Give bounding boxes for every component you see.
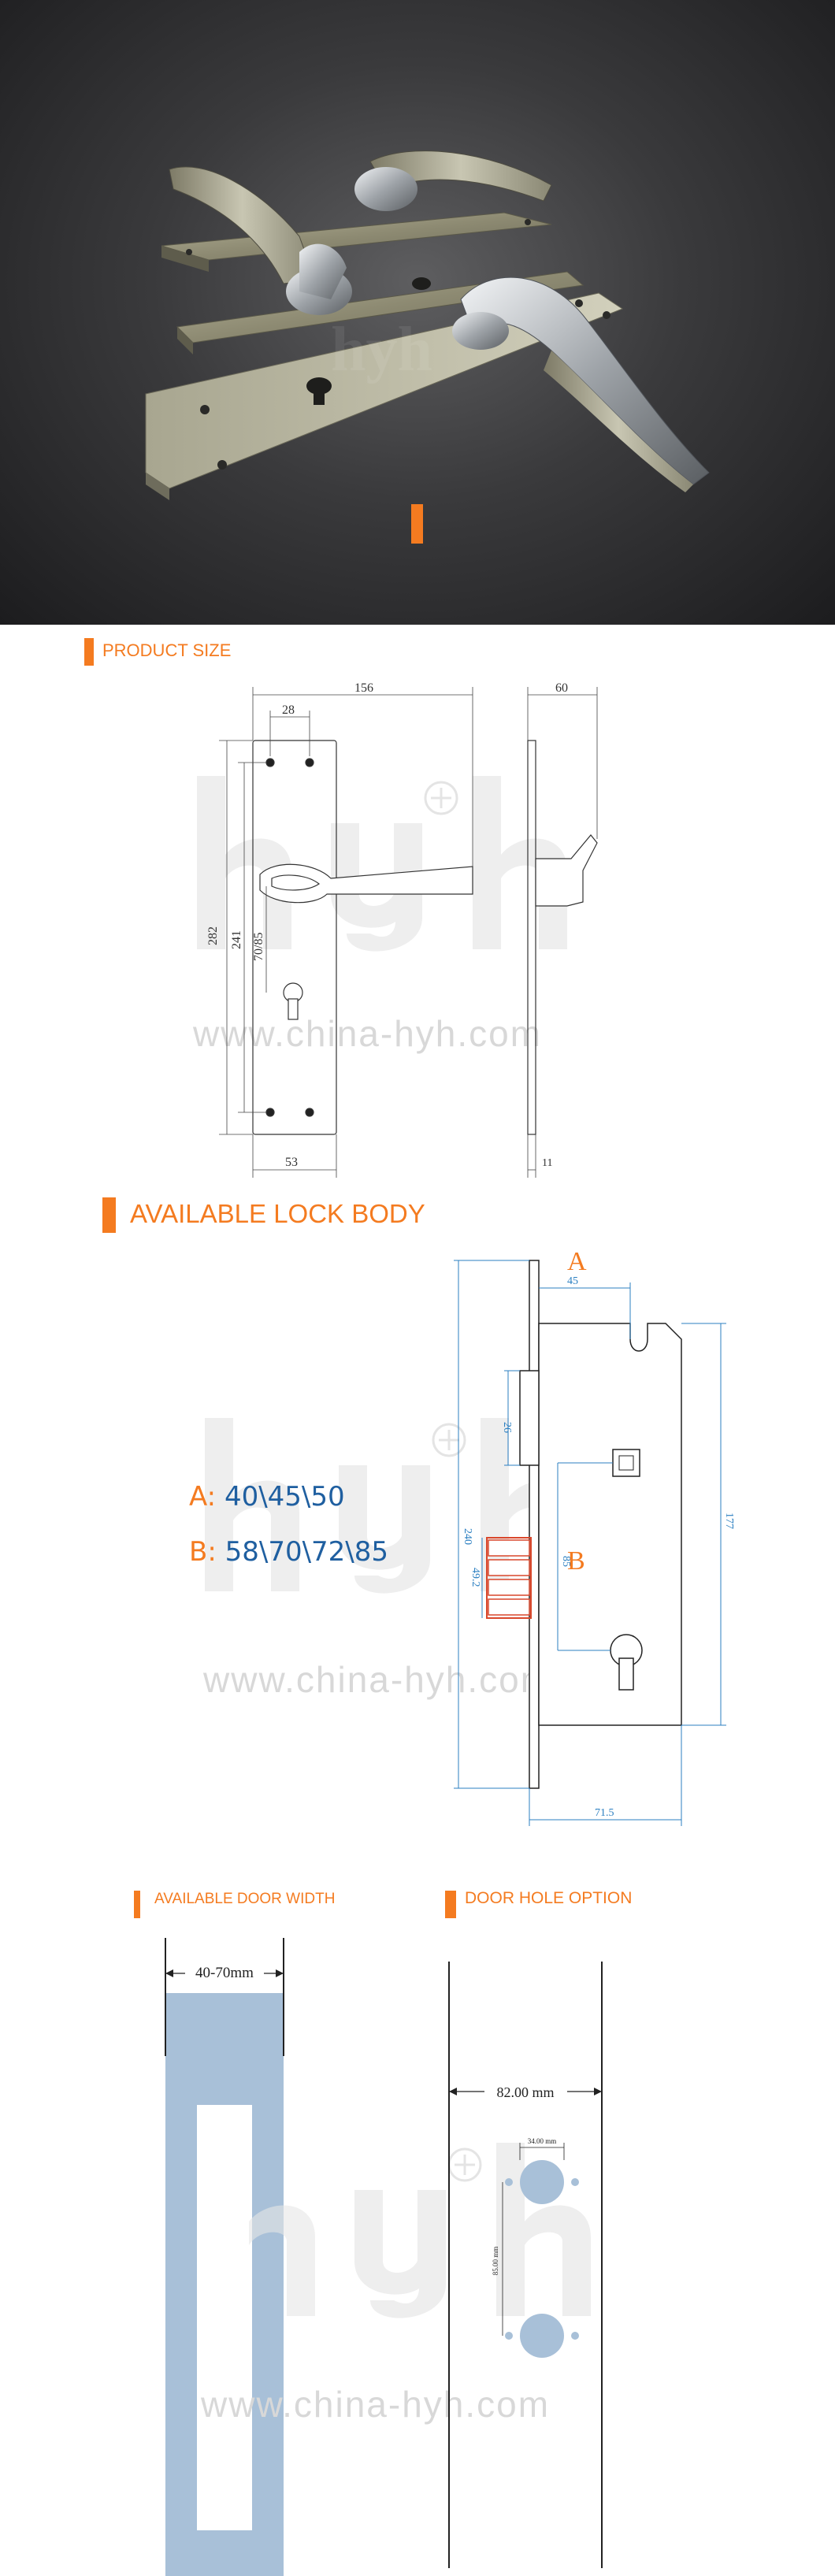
spec-b-value: 58\70\72\85 [225,1536,389,1568]
lock-spec-b: B: 58\70\72\85 [189,1536,388,1568]
door-hole-width: 82.00 mm [496,2084,554,2100]
dim-49-2: 49.2 [469,1568,481,1587]
spec-a-key: A: [189,1481,217,1513]
dim-60: 60 [555,681,568,695]
spec-b-key: B: [189,1536,217,1568]
dim-b-85: 85 [560,1556,572,1567]
section-marker [102,1197,116,1233]
door-hole-drawing: 82.00 mm 34.00 mm 85.00 mm [448,1962,603,2568]
section-marker [134,1891,140,1918]
product-size-drawing: 156 28 282 241 70/85 53 60 11 [206,681,598,1178]
dim-156: 156 [354,681,373,695]
section-title-product-size: PRODUCT SIZE [102,640,232,660]
hero-handles-image: hyh [145,150,710,500]
label-a: A [567,1253,587,1276]
section-marker [445,1891,456,1918]
watermark-url: www.china-hyh.com [193,1013,543,1054]
section-title-door-hole: DOOR HOLE OPTION [465,1889,633,1907]
dim-282: 282 [206,926,220,945]
dim-177: 177 [723,1513,735,1529]
door-hole-spacing: 85.00 mm [492,2247,499,2276]
dim-53: 53 [285,1156,298,1169]
door-hole-diameter: 34.00 mm [528,2137,557,2145]
watermark-url: www.china-hyh.com [203,1659,553,1700]
door-width-range: 40-70mm [195,1965,254,1981]
watermark-url: www.china-hyh.com [201,2384,551,2425]
dim-240: 240 [462,1528,473,1545]
section-title-lock-body: AVAILABLE LOCK BODY [130,1199,425,1228]
hero-banner: hyh [0,0,835,625]
dim-a-45: 45 [567,1275,578,1287]
dim-11: 11 [542,1157,552,1169]
lock-spec-a: A: 40\45\50 [189,1481,345,1513]
door-width-drawing: 40-70mm [165,1938,284,2576]
dim-70-85: 70/85 [252,933,265,961]
hero-watermark: hyh [331,315,432,384]
dim-71-5: 71.5 [595,1807,614,1819]
hero-accent-bar [411,504,423,544]
brand-watermark [221,2143,591,2318]
dim-26: 26 [501,1422,513,1433]
lock-body-drawing: 45 26 240 85 49.2 177 71.5 A B [454,1253,735,1826]
dim-28: 28 [282,703,295,717]
section-title-door-width: AVAILABLE DOOR WIDTH [154,1891,336,1907]
section-marker [84,638,94,666]
label-b: B [567,1546,585,1576]
dim-241: 241 [230,930,243,949]
spec-a-value: 40\45\50 [224,1481,345,1513]
